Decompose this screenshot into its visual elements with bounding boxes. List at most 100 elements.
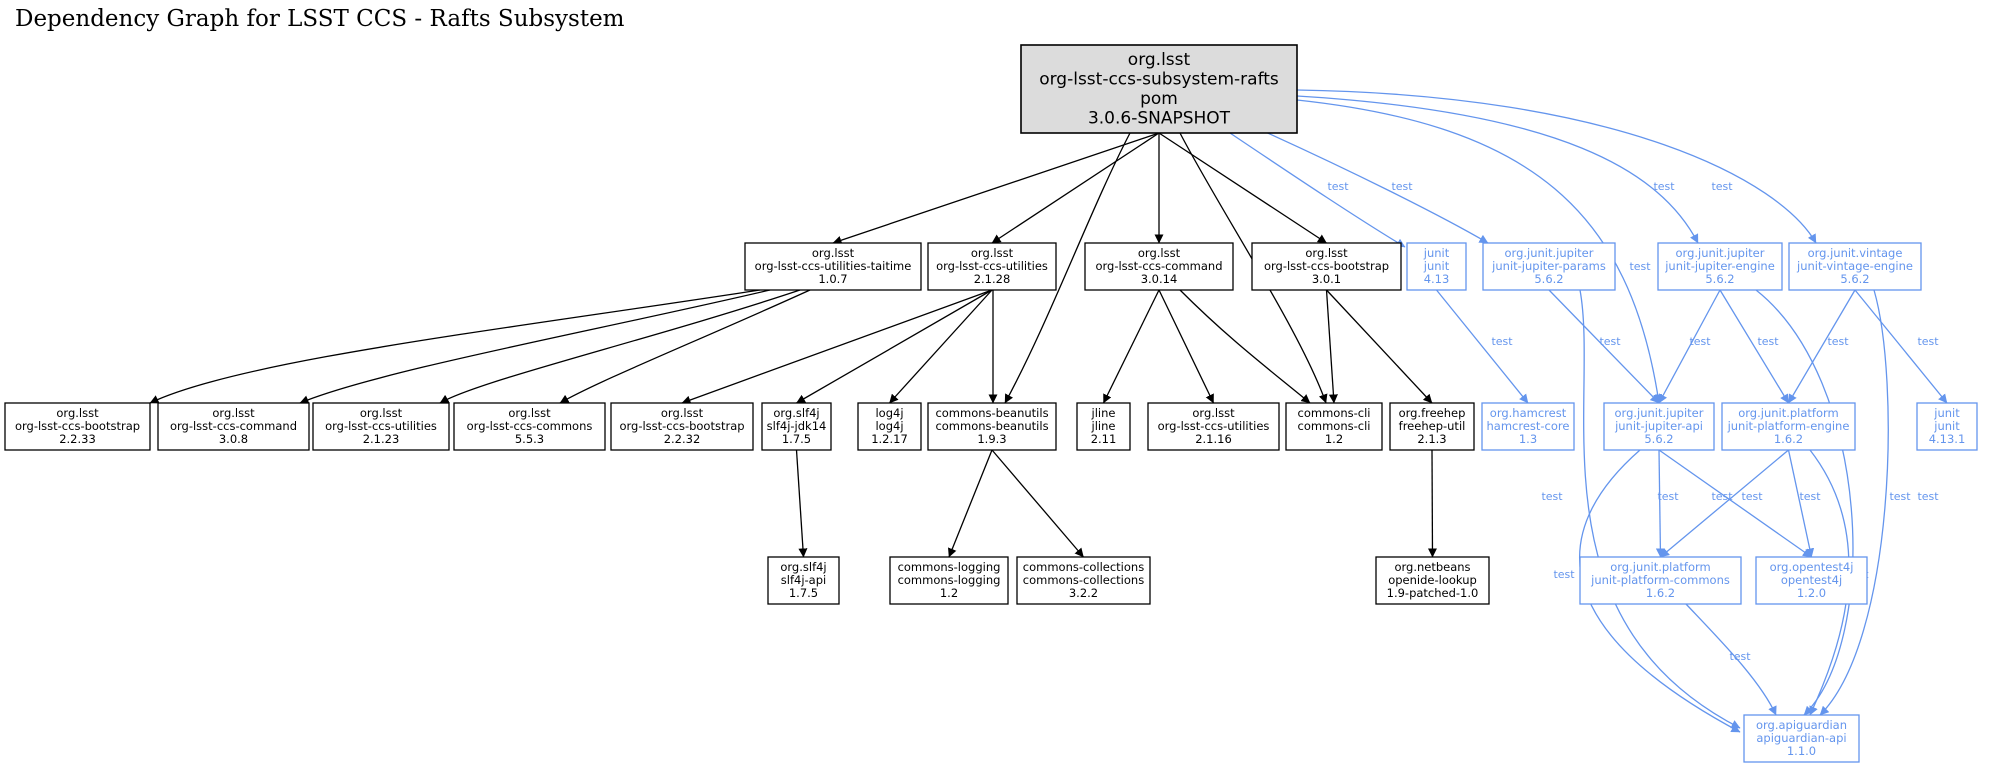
edge-label: test (1711, 180, 1733, 193)
node-collections[interactable]: commons-collectionscommons-collections3.… (1016, 556, 1151, 605)
edge-line (795, 449, 808, 558)
node-label-line: 3.0.1 (1312, 272, 1341, 286)
edge-label: test (1917, 335, 1939, 348)
node-jengine[interactable]: org.junit.jupiterjunit-jupiter-engine5.6… (1657, 242, 1783, 291)
node-label-line: 3.2.2 (1069, 586, 1098, 600)
node-box (1285, 402, 1383, 451)
node-taitime[interactable]: org.lsstorg-lsst-ccs-utilities-taitime1.… (744, 242, 922, 291)
edge-beanutils-logging (948, 449, 993, 558)
node-box (1084, 242, 1234, 291)
node-label-line: 1.3 (1519, 432, 1537, 446)
node-box (1147, 402, 1280, 451)
node-box (767, 556, 840, 605)
edge-label: test (1491, 335, 1513, 348)
edge-line (1229, 132, 1406, 248)
node-box (4, 402, 151, 451)
node-label-line: 5.6.2 (1644, 432, 1673, 446)
node-label-line: 5.6.2 (1705, 272, 1734, 286)
edge-label: test (1541, 490, 1563, 503)
edge-line (948, 449, 993, 558)
edge-label: test (1553, 568, 1575, 581)
node-label-line: org.lsst (508, 406, 551, 420)
node-label-line: 1.9-patched-1.0 (1387, 586, 1479, 600)
node-label-line: jline (1091, 419, 1116, 433)
edge-label: test (1599, 335, 1621, 348)
node-label-line: org-lsst-ccs-utilities (1158, 419, 1270, 433)
node-label-line: org.slf4j (780, 560, 826, 574)
edge-root-japi: test (1296, 99, 1663, 404)
node-jparams[interactable]: org.junit.jupiterjunit-jupiter-params5.6… (1482, 242, 1616, 291)
edge-label: test (1757, 335, 1779, 348)
node-label-line: org-lsst-ccs-utilities (325, 419, 437, 433)
edge-label: test (1741, 490, 1763, 503)
node-box (1482, 242, 1616, 291)
node-box (744, 242, 922, 291)
node-label-line: 2.2.33 (59, 432, 96, 446)
node-label-line: 3.0.14 (1141, 272, 1178, 286)
node-label-line: org-lsst-ccs-subsystem-rafts (1039, 70, 1279, 90)
node-root[interactable]: org.lsstorg-lsst-ccs-subsystem-raftspom3… (1020, 44, 1298, 134)
node-label-line: org.lsst (1305, 246, 1348, 260)
edge-pengine-pcommons: test (1660, 449, 1789, 558)
node-label-line: org.netbeans (1394, 560, 1470, 574)
node-box (1020, 44, 1298, 134)
edge-label: test (1711, 490, 1733, 503)
node-box (1375, 556, 1490, 605)
node-vintage[interactable]: org.junit.vintagejunit-vintage-engine5.6… (1788, 242, 1922, 291)
node-pengine[interactable]: org.junit.platformjunit-platform-engine1… (1721, 402, 1856, 451)
edge-root-jparams: test (1249, 124, 1489, 244)
node-label-line: 5.6.2 (1840, 272, 1869, 286)
node-label-line: openide-lookup (1388, 573, 1477, 587)
node-label-line: 4.13 (1424, 272, 1450, 286)
edge-line (439, 289, 801, 404)
node-label-line: log4j (875, 406, 903, 420)
edge-label: test (1327, 180, 1349, 193)
edge-junit413-hamcrest: test (1435, 289, 1529, 404)
node-label-line: junit-jupiter-engine (1664, 259, 1775, 273)
edge-line (1658, 449, 1812, 558)
node-box (312, 402, 450, 451)
edge-freehep-openide (1427, 449, 1437, 558)
nodes-layer: org.lsstorg-lsst-ccs-subsystem-raftspom3… (4, 44, 1978, 763)
edge-line (1787, 449, 1815, 558)
edge-japi-pcommons: test (1655, 449, 1679, 558)
node-label-line: org.lsst (360, 406, 403, 420)
edge-cmd3014-util2116 (1158, 289, 1215, 404)
node-openide[interactable]: org.netbeansopenide-lookup1.9-patched-1.… (1375, 556, 1490, 605)
node-pcommons[interactable]: org.junit.platformjunit-platform-commons… (1579, 556, 1742, 605)
edge-slf4jjdk-slf4japi (795, 449, 808, 558)
node-label-line: 1.7.5 (782, 432, 811, 446)
node-label-line: 1.9.3 (977, 432, 1006, 446)
node-label-line: commons-collections (1023, 560, 1144, 574)
node-label-line: org.lsst (661, 406, 704, 420)
edge-vintage-junit4131: test (1854, 289, 1948, 404)
edge-label: test (1917, 490, 1939, 503)
node-box (1251, 242, 1402, 291)
edge-line (1819, 289, 1889, 716)
node-box (927, 402, 1057, 451)
